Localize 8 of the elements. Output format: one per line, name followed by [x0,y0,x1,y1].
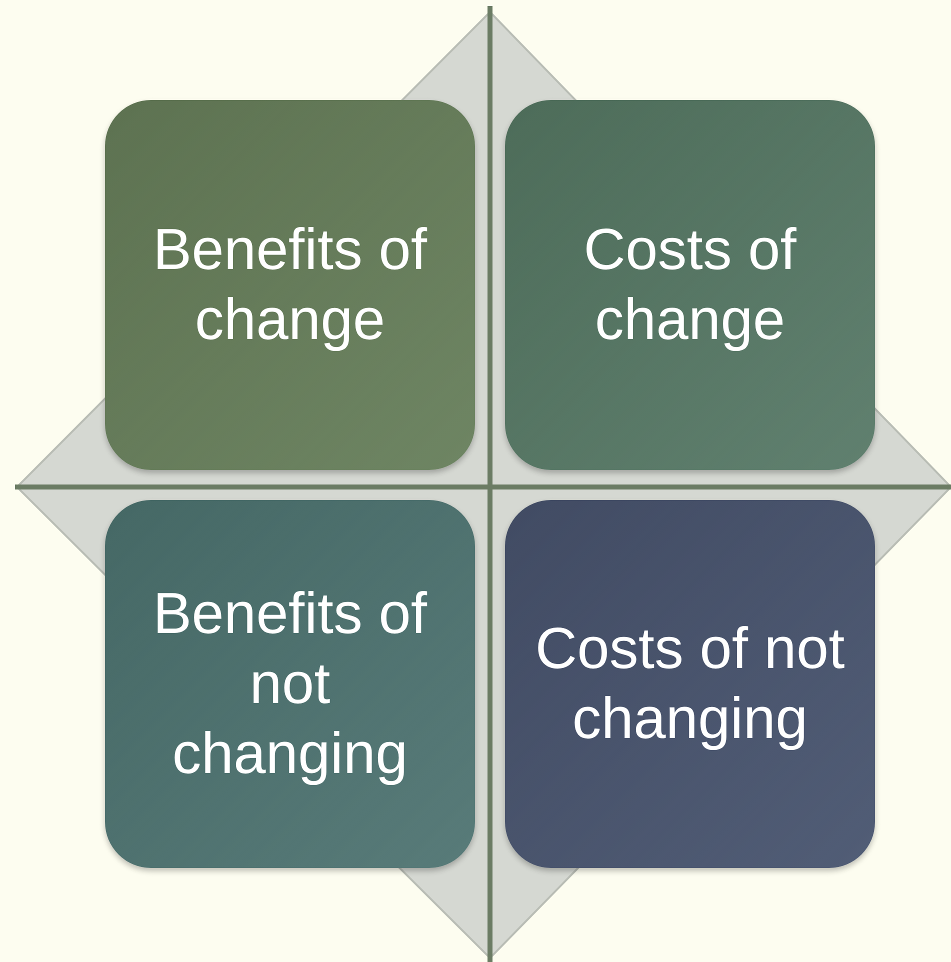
box-label: Benefits of change [152,216,428,354]
quadrant-box [105,100,475,470]
box-label: Costs of not changing [534,615,846,753]
box-label: Costs of change [582,216,798,354]
quadrant-box [505,100,875,470]
quadrant-box [105,500,475,868]
quadrant-box [505,500,875,868]
box-label: Benefits of not changing [152,580,428,788]
